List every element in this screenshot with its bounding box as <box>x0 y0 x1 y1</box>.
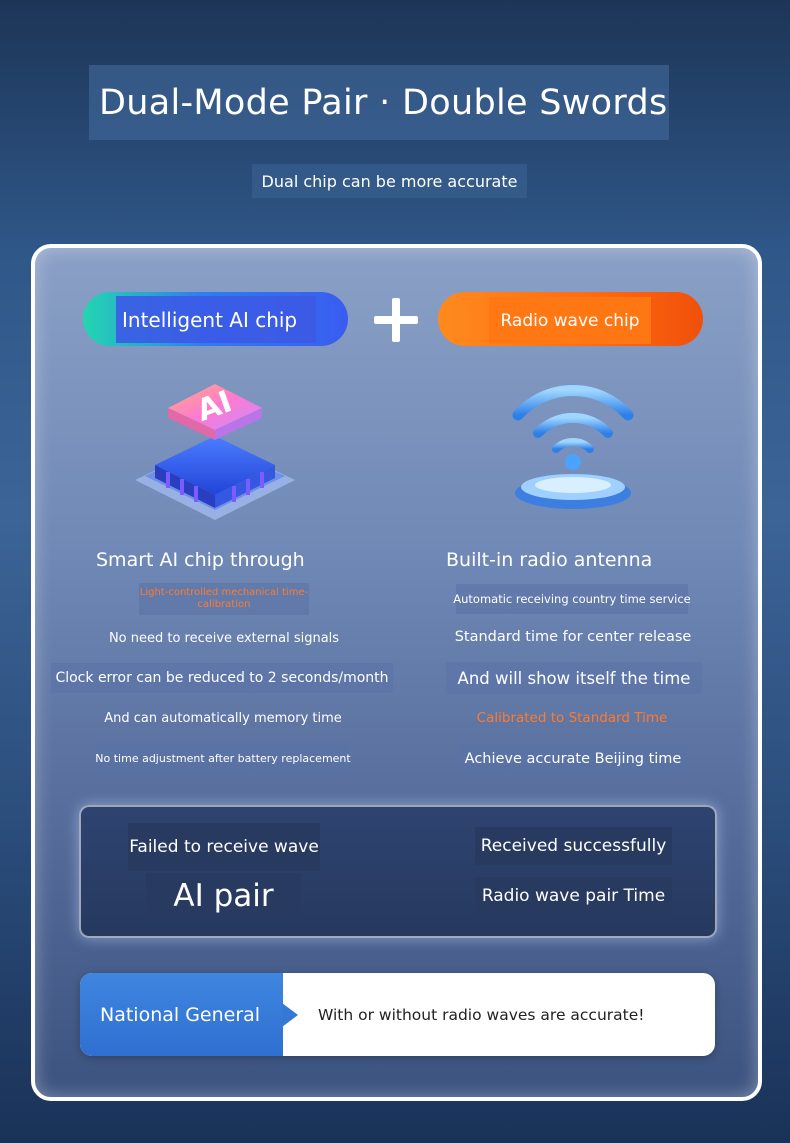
footer-bar: National General With or without radio w… <box>80 973 715 1056</box>
footer-left-block <box>80 973 283 1056</box>
ai-line-calibration: Light-controlled mechanical time-calibra… <box>139 583 309 615</box>
footer-right-label: With or without radio waves are accurate… <box>318 1005 645 1024</box>
page-title: Dual-Mode Pair · Double Swords <box>89 65 669 140</box>
ai-chip-icon: AI <box>135 384 295 520</box>
ai-line-memory-time: And can automatically memory time <box>104 710 342 726</box>
footer-arrow-icon <box>282 1003 298 1027</box>
ai-chip-label: Intelligent AI chip <box>116 296 316 343</box>
failed-receive-label: Failed to receive wave <box>128 823 320 871</box>
radio-pair-label: Radio wave pair Time <box>475 877 672 915</box>
radio-wave-icon <box>512 385 634 509</box>
ai-pair-label: AI pair <box>146 873 301 919</box>
ai-column-heading: Smart AI chip through <box>96 549 305 571</box>
radio-line-calibrated: Calibrated to Standard Time <box>476 710 668 726</box>
ai-line-no-signals: No need to receive external signals <box>108 630 340 646</box>
received-success-label: Received successfully <box>475 827 672 865</box>
radio-line-country-time: Automatic receiving country time service <box>453 584 691 614</box>
plus-icon <box>374 298 418 342</box>
ai-line-clock-error: Clock error can be reduced to 2 seconds/… <box>51 663 393 693</box>
radio-chip-label: Radio wave chip <box>489 297 651 344</box>
radio-line-beijing-time: Achieve accurate Beijing time <box>459 744 687 774</box>
radio-line-show-time: And will show itself the time <box>446 662 702 694</box>
footer-left-label: National General <box>100 1003 261 1026</box>
radio-line-center-release: Standard time for center release <box>454 629 692 645</box>
page-subtitle: Dual chip can be more accurate <box>252 164 527 198</box>
radio-column-heading: Built-in radio antenna <box>446 549 653 571</box>
ai-line-battery: No time adjustment after battery replace… <box>95 743 351 773</box>
